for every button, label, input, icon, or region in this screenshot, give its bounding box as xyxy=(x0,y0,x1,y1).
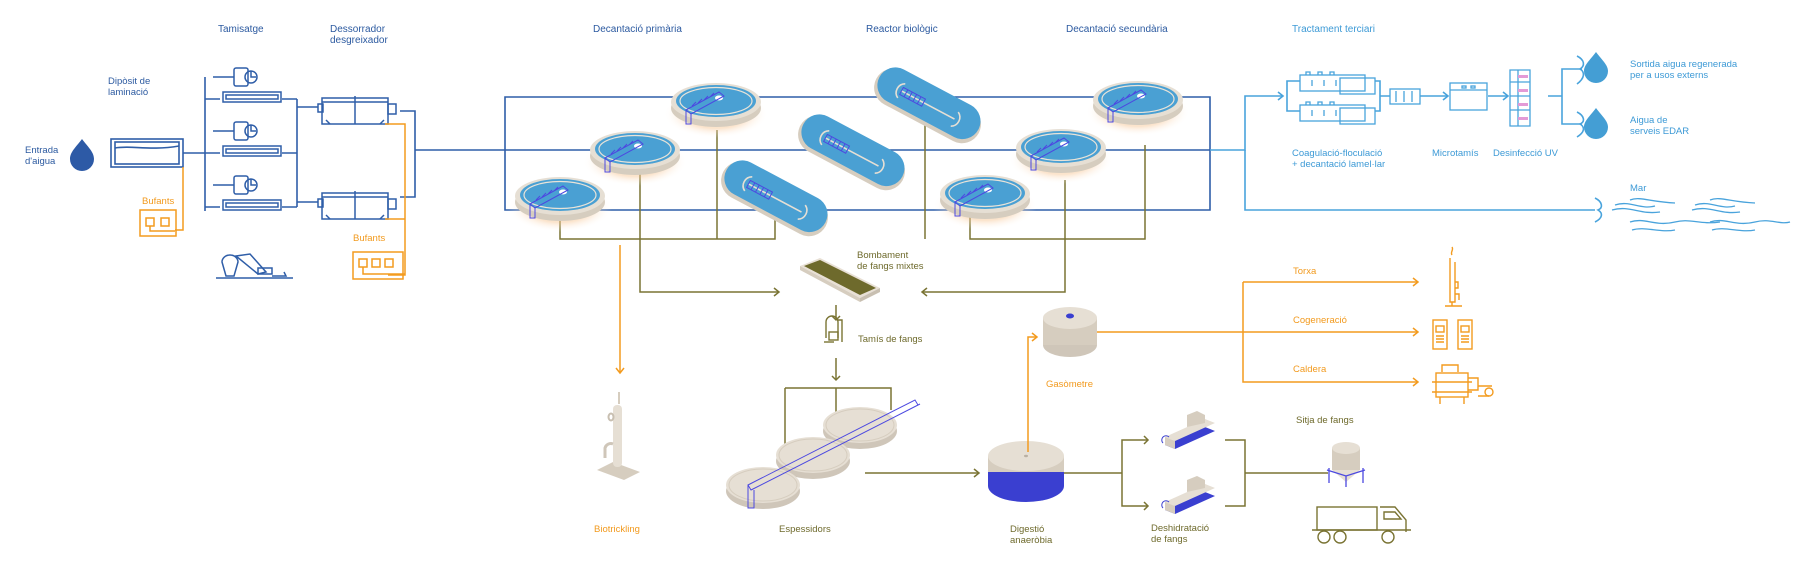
biological-reactor-1 xyxy=(721,160,828,237)
anaerobic-digester xyxy=(988,441,1064,502)
stage-title-decantacio-secundaria: Decantació secundària xyxy=(1066,24,1168,35)
coagulation-icon xyxy=(1299,71,1421,125)
label-cogeneracio: Cogeneració xyxy=(1293,315,1347,326)
biological-reactor-2 xyxy=(798,114,905,191)
label-caldera: Caldera xyxy=(1293,364,1327,375)
label-biotrickling: Biotrickling xyxy=(594,524,640,535)
label-bufants-1: Bufants xyxy=(142,196,175,207)
label-deshidratacio-l1: Deshidratació xyxy=(1151,523,1210,534)
treated-water-lines xyxy=(1210,55,1603,223)
label-tamis-fangs: Tamís de fangs xyxy=(858,334,923,345)
biogas-arrow xyxy=(1031,332,1039,342)
label-diposit-l2: laminació xyxy=(108,87,149,98)
dewatering-units xyxy=(1161,411,1215,514)
label-diposit-l1: Dipòsit de xyxy=(108,76,151,87)
label-deshidratacio-l2: de fangs xyxy=(1151,534,1188,545)
label-gasometre: Gasòmetre xyxy=(1046,379,1093,390)
primary-clarifier-3 xyxy=(664,83,768,138)
label-digestio-l1: Digestió xyxy=(1010,524,1045,535)
laminacio-tank-icon xyxy=(110,138,184,168)
label-desinfeccio-uv: Desinfecció UV xyxy=(1493,148,1558,159)
primary-clarifier-2 xyxy=(583,131,687,186)
label-espessidors: Espessidors xyxy=(779,524,831,535)
cogeneration-icon xyxy=(1432,319,1473,350)
label-sortida-l2: per a usos externs xyxy=(1630,70,1709,81)
label-bufants-2: Bufants xyxy=(353,233,386,244)
stage-title-dessorrador-l2: desgreixador xyxy=(330,35,388,46)
label-microtamis: Microtamís xyxy=(1432,148,1479,159)
water-drop-icon xyxy=(70,139,94,171)
stage-title-tractament-terciari: Tractament terciari xyxy=(1292,24,1375,35)
label-torxa: Torxa xyxy=(1293,266,1317,277)
stage-title-decantacio-primaria: Decantació primària xyxy=(593,24,682,35)
stage-title-tamisatge: Tamisatge xyxy=(218,24,264,35)
secondary-clarifier-3 xyxy=(1086,81,1190,136)
stage-title-reactor-biologic: Reactor biològic xyxy=(866,24,938,35)
biological-reactor-3 xyxy=(874,67,981,144)
label-mar: Mar xyxy=(1630,183,1647,194)
microscreen-icon xyxy=(1449,82,1488,111)
primary-clarifier-1 xyxy=(508,177,612,232)
label-entrada-l2: d'aigua xyxy=(25,156,56,167)
label-digestio-l2: anaeròbia xyxy=(1010,535,1053,546)
label-sortida-l1: Sortida aigua regenerada xyxy=(1630,59,1738,70)
thickeners xyxy=(726,399,921,509)
label-coagulacio-l2: + decantació lamel·lar xyxy=(1292,159,1386,170)
grit-removal-icons xyxy=(317,96,397,220)
sludge-silo xyxy=(1326,442,1366,487)
blower-lines xyxy=(175,123,406,276)
sludge-screen-icon xyxy=(824,315,843,343)
reclaimed-water-drop-icon xyxy=(1584,52,1608,83)
truck-icon xyxy=(1312,506,1411,544)
label-coagulacio-l1: Coagulació-floculació xyxy=(1292,148,1383,159)
label-sitja-fangs: Sitja de fangs xyxy=(1296,415,1354,426)
label-serveis-l2: serveis EDAR xyxy=(1630,126,1690,137)
label-bombament-l1: Bombament xyxy=(857,250,909,261)
label-entrada-l1: Entrada xyxy=(25,145,59,156)
service-water-drop-icon xyxy=(1584,108,1608,139)
secondary-clarifier-1 xyxy=(933,175,1037,230)
biogas-line xyxy=(1027,336,1036,452)
mixed-sludge-pump-tank xyxy=(800,258,880,302)
stage-title-dessorrador-l1: Dessorrador xyxy=(330,24,386,35)
flare-icon xyxy=(1445,246,1462,307)
biotrickling-icon xyxy=(597,245,640,480)
label-bombament-l2: de fangs mixtes xyxy=(857,261,924,272)
label-serveis-l1: Aigua de xyxy=(1630,115,1668,126)
screenings-conveyor-icon xyxy=(216,253,293,279)
gasholder xyxy=(1043,307,1097,357)
secondary-clarifier-2 xyxy=(1009,129,1113,184)
uv-disinfection-icon xyxy=(1509,69,1531,127)
blowers-icon-2 xyxy=(352,251,405,280)
sea-waves-icon xyxy=(1611,197,1791,232)
blowers-icon-1 xyxy=(139,209,177,237)
gas-distribution-lines xyxy=(1097,277,1420,387)
boiler-icon xyxy=(1432,364,1494,404)
screen-icons xyxy=(213,67,282,211)
